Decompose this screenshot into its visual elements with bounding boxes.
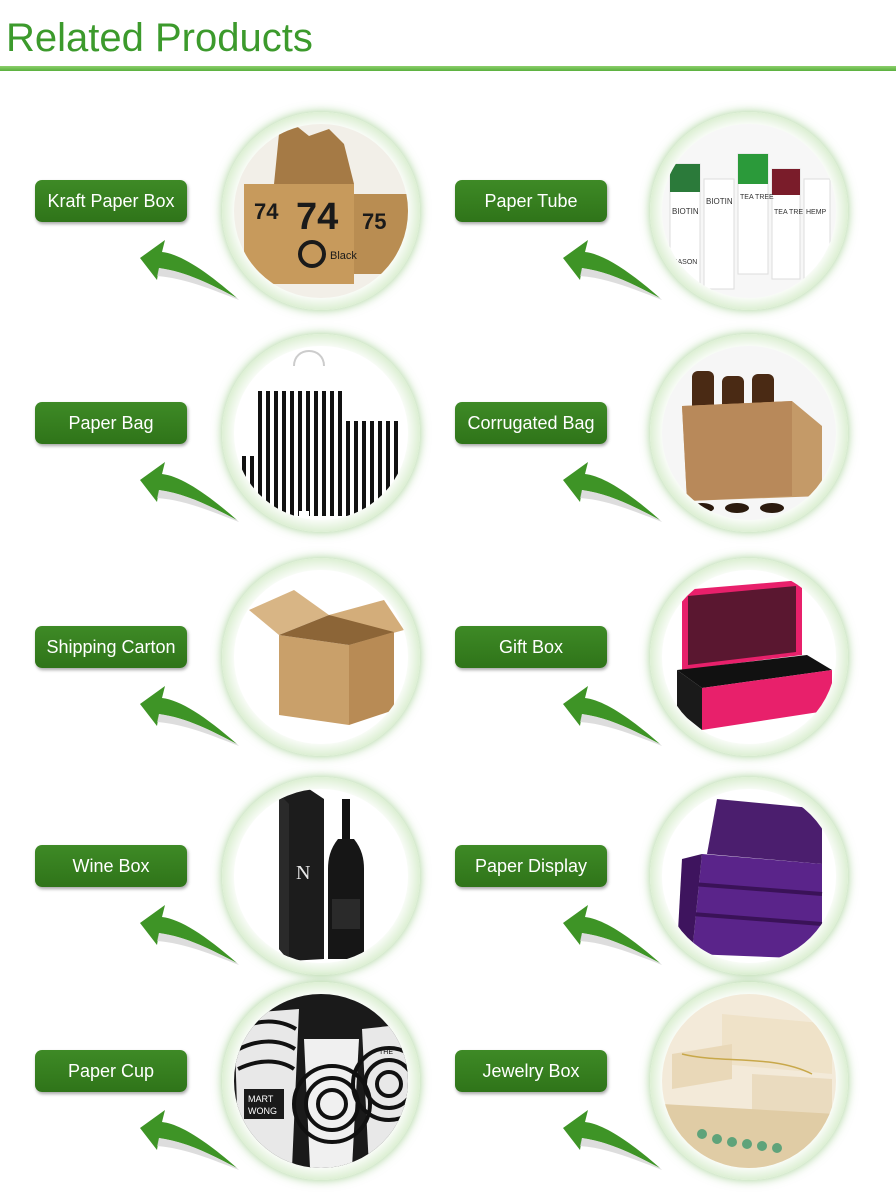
product-card-jewelry-box[interactable]: Jewelry Box (0, 970, 848, 1180)
tube-caption: JASON (674, 259, 697, 266)
product-image-gift-box[interactable] (650, 558, 848, 756)
product-card-paper-display[interactable]: Paper Display (0, 765, 848, 975)
tube-label-1: BIOTIN (672, 207, 699, 216)
product-card-paper-cup[interactable]: Paper Cup MART WONG THE (0, 970, 430, 1180)
product-button-gift-box[interactable]: Gift Box (455, 626, 607, 668)
product-image-jewelry-box[interactable] (650, 982, 848, 1180)
jewelry-box-image (662, 994, 836, 1168)
product-card-gift-box[interactable]: Gift Box (0, 546, 848, 756)
paper-cup-image: MART WONG THE (234, 994, 408, 1168)
tube-label-3: TEA TREE (740, 194, 774, 201)
tube-label-2: BIOTIN (706, 197, 733, 206)
curved-arrow-icon (563, 240, 662, 300)
purple-display-stand-image (662, 789, 836, 963)
curved-arrow-icon (563, 686, 662, 746)
product-button-paper-bag[interactable]: Paper Bag (35, 402, 187, 444)
product-button-jewelry-box[interactable]: Jewelry Box (455, 1050, 607, 1092)
product-image-paper-tube[interactable]: BIOTIN BIOTIN TEA TREE TEA TRE HEMP JASO… (650, 112, 848, 310)
tube-label-4: TEA TRE (774, 209, 803, 216)
product-button-paper-tube[interactable]: Paper Tube (455, 180, 607, 222)
product-button-paper-display[interactable]: Paper Display (455, 845, 607, 887)
curved-arrow-icon (140, 905, 239, 965)
product-card-paper-bag[interactable]: Paper Bag (0, 322, 430, 532)
cup-text-3: THE (379, 1049, 393, 1056)
product-button-corrugated-bag[interactable]: Corrugated Bag (455, 402, 607, 444)
curved-arrow-icon (140, 1110, 239, 1170)
box-number-large: 74 (296, 196, 338, 238)
page-title: Related Products (6, 16, 313, 60)
curved-arrow-icon (563, 462, 662, 522)
bottle-carrier-image (662, 346, 836, 520)
product-button-wine-box[interactable]: Wine Box (35, 845, 187, 887)
curved-arrow-icon (140, 240, 239, 300)
product-card-shipping-carton[interactable]: Shipping Carton (0, 546, 430, 756)
box-text: Black (330, 250, 357, 262)
striped-paper-bag-image (234, 346, 408, 520)
product-button-paper-cup[interactable]: Paper Cup (35, 1050, 187, 1092)
open-carton-image (234, 570, 408, 744)
kraft-paper-box-image: 74 74 Black 75 (234, 124, 408, 298)
product-card-kraft-paper-box[interactable]: Kraft Paper Box 74 74 Black 75 (0, 100, 430, 310)
product-card-paper-tube[interactable]: Paper Tube BIOTIN BIOTIN TEA TREE TEA TR… (0, 100, 848, 310)
product-card-wine-box[interactable]: Wine Box N (0, 765, 430, 975)
curved-arrow-icon (140, 686, 239, 746)
box-number-small: 74 (254, 199, 279, 224)
product-image-paper-display[interactable] (650, 777, 848, 975)
product-button-kraft-paper-box[interactable]: Kraft Paper Box (35, 180, 187, 222)
cup-text-1: MART (248, 1094, 274, 1104)
wine-box-image: N (234, 789, 408, 963)
related-products-grid: Kraft Paper Box 74 74 Black 75 Paper Tub… (0, 100, 896, 1195)
box-number-2: 75 (362, 209, 386, 234)
magnetic-gift-box-image (662, 570, 836, 744)
tube-label-5: HEMP (806, 209, 827, 216)
product-image-corrugated-bag[interactable] (650, 334, 848, 532)
product-image-paper-bag[interactable] (222, 334, 420, 532)
curved-arrow-icon (140, 462, 239, 522)
page-header: Related Products (0, 0, 896, 72)
product-image-kraft-paper-box[interactable]: 74 74 Black 75 (222, 112, 420, 310)
cup-text-2: WONG (248, 1106, 277, 1116)
product-button-shipping-carton[interactable]: Shipping Carton (35, 626, 187, 668)
curved-arrow-icon (563, 905, 662, 965)
product-card-corrugated-bag[interactable]: Corrugated Bag (0, 322, 848, 532)
paper-tube-image: BIOTIN BIOTIN TEA TREE TEA TRE HEMP JASO… (662, 124, 836, 298)
product-image-shipping-carton[interactable] (222, 558, 420, 756)
header-divider (0, 66, 896, 71)
product-image-paper-cup[interactable]: MART WONG THE (222, 982, 420, 1180)
product-image-wine-box[interactable]: N (222, 777, 420, 975)
wine-box-letter: N (296, 862, 310, 884)
curved-arrow-icon (563, 1110, 662, 1170)
